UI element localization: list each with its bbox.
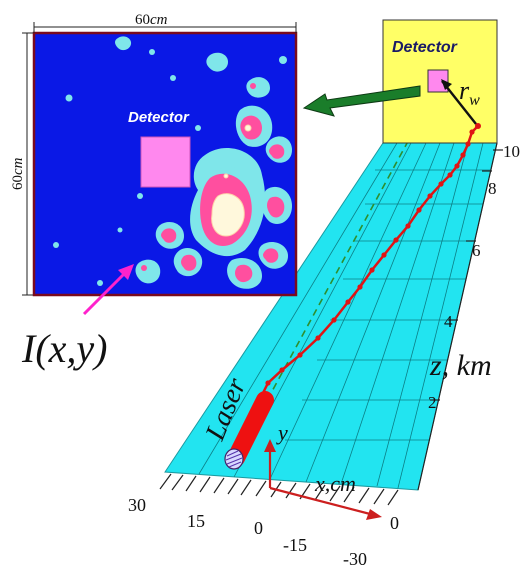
z-tick-4: 4 (444, 312, 453, 331)
x-axis-labels: 30 15 0 -15 -30 0 (128, 495, 399, 569)
x-tick-15: 15 (187, 511, 205, 531)
transfer-arrow (302, 85, 421, 117)
screen-detector-square (140, 136, 191, 188)
x-axis-arrow (269, 486, 375, 517)
intensity-label-group: I(x,y) (21, 264, 134, 371)
laser-aperture-hatch-icon (225, 450, 243, 468)
x-arrowhead-icon (366, 509, 382, 520)
pointer-arrow (82, 270, 128, 316)
screen-height-dimension: 60cm (10, 32, 33, 296)
plane-grid-z (285, 169, 491, 441)
beam-path (260, 123, 481, 396)
laser-body (227, 391, 274, 467)
z-tick-2: 2 (428, 393, 437, 412)
z-tick-8: 8 (488, 179, 497, 198)
screen-width-unit: cm (150, 12, 168, 28)
detector-square (427, 69, 449, 93)
screen-width-dimension: 60cm (33, 12, 297, 33)
x-tick-neg15: -15 (283, 535, 307, 555)
arrow-icon-pointer (118, 264, 134, 280)
rw-arrow (441, 80, 477, 125)
x-tick-0: 0 (254, 518, 263, 538)
z-axis-label: z, km (429, 349, 492, 382)
arrow-icon (302, 85, 421, 117)
screen-width-label: 60cm (135, 12, 168, 28)
rw-label: rw (459, 76, 480, 109)
origin-axes: y x,cm (264, 420, 382, 520)
x-tick-end-0: 0 (390, 513, 399, 533)
x-tick-neg30: -30 (343, 549, 367, 569)
beam-markers (265, 123, 481, 386)
rw-arrowhead-icon (441, 79, 452, 90)
intensity-label: I(x,y) (21, 326, 107, 371)
intensity-screen: Detector (32, 31, 298, 297)
x-tick-30: 30 (128, 495, 146, 515)
line-of-sight (269, 87, 438, 396)
laser-aperture-icon (224, 448, 244, 470)
z-axis-labels: 2 4 6 8 10 (428, 142, 520, 412)
screen-detector-label: Detector (128, 109, 190, 126)
z-axis-line (417, 142, 498, 491)
propagation-plane (164, 142, 498, 491)
plane-grid-x (198, 142, 484, 489)
z-axis-ticks (430, 149, 503, 401)
speckle-pattern (53, 36, 292, 289)
screen-height-label: 60cm (10, 157, 26, 190)
z-tick-10: 10 (503, 142, 520, 161)
x-axis-label: x,cm (314, 471, 356, 496)
rw-subscript: w (469, 92, 480, 109)
detector-panel: Detector rw (382, 19, 498, 144)
z-tick-6: 6 (472, 241, 481, 260)
y-axis-label: y (276, 420, 288, 445)
y-arrowhead-icon (264, 439, 276, 452)
screen-height-unit: cm (10, 157, 26, 175)
x-axis-ticks (159, 473, 399, 506)
detector-panel-label: Detector (392, 39, 458, 56)
